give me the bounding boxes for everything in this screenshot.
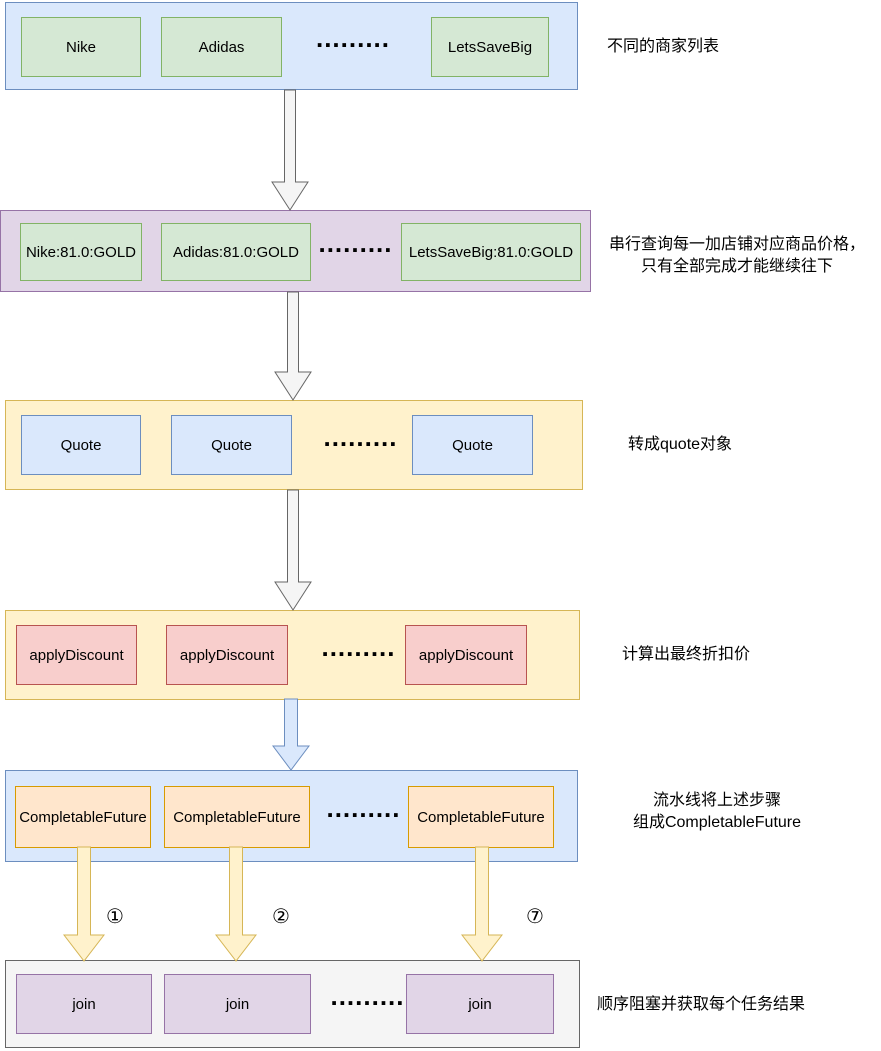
numbered-arrow-label-2: ② <box>272 906 290 928</box>
quote-box: Quote <box>171 415 292 475</box>
down-block-arrow <box>274 291 312 401</box>
row-apply-discount: applyDiscount applyDiscount ......... ap… <box>5 610 580 700</box>
price-result-box: Adidas:81.0:GOLD <box>161 223 311 281</box>
completable-future-box: CompletableFuture <box>408 786 554 848</box>
completable-future-box: CompletableFuture <box>164 786 310 848</box>
box-label: applyDiscount <box>179 646 275 664</box>
box-label: LetsSaveBig:81.0:GOLD <box>408 243 574 261</box>
ellipsis-dots: ......... <box>318 227 393 258</box>
ellipsis-dots: ......... <box>321 631 396 662</box>
task-arrow-2 <box>214 846 258 962</box>
row-quotes: Quote Quote ......... Quote <box>5 400 583 490</box>
box-label: join <box>225 995 250 1013</box>
task-arrow-1 <box>62 846 106 962</box>
join-box: join <box>164 974 311 1034</box>
ellipsis-dots: ......... <box>330 980 405 1011</box>
join-box: join <box>406 974 554 1034</box>
box-label: Quote <box>452 436 493 454</box>
price-result-box: Nike:81.0:GOLD <box>20 223 142 281</box>
completable-future-box: CompletableFuture <box>15 786 151 848</box>
down-block-arrow <box>274 489 312 611</box>
row-price-results: Nike:81.0:GOLD Adidas:81.0:GOLD ........… <box>0 210 591 292</box>
row-join: join join ......... join <box>5 960 580 1048</box>
join-box: join <box>16 974 152 1034</box>
box-label: applyDiscount <box>418 646 514 664</box>
price-result-box: LetsSaveBig:81.0:GOLD <box>401 223 581 281</box>
row-annotation-join: 顺序阻塞并获取每个任务结果 <box>597 996 806 1013</box>
row-annotation-completable-future: 流水线将上述步骤 组成CompletableFuture <box>632 792 802 831</box>
row-annotation-merchants: 不同的商家列表 <box>607 38 720 55</box>
box-label: join <box>468 995 492 1013</box>
ellipsis-dots: ......... <box>326 792 401 823</box>
row-merchants: Nike Adidas ......... LetsSaveBig <box>5 2 578 90</box>
merchant-box: LetsSaveBig <box>431 17 549 77</box>
merchant-box: Adidas <box>161 17 282 77</box>
numbered-arrow-label-7: ⑦ <box>526 906 544 928</box>
box-label: Adidas <box>198 38 245 56</box>
box-label: Quote <box>211 436 252 454</box>
numbered-arrow-label-1: ① <box>106 906 124 928</box>
quote-box: Quote <box>412 415 533 475</box>
row-annotation-apply-discount: 计算出最终折扣价 <box>622 646 751 663</box>
box-label: Quote <box>60 436 102 454</box>
box-label: LetsSaveBig <box>447 38 533 56</box>
down-block-arrow-blue <box>272 698 310 771</box>
ellipsis-dots: ......... <box>323 421 398 452</box>
apply-discount-box: applyDiscount <box>166 625 288 685</box>
ellipsis-dots: ......... <box>315 22 390 53</box>
apply-discount-box: applyDiscount <box>405 625 527 685</box>
box-label: Nike <box>65 38 96 56</box>
box-label: CompletableFuture <box>173 808 301 826</box>
merchant-box: Nike <box>21 17 141 77</box>
task-arrow-7 <box>460 846 504 962</box>
box-label: Nike:81.0:GOLD <box>25 243 137 261</box>
box-label: CompletableFuture <box>19 808 147 826</box>
box-label: Adidas:81.0:GOLD <box>173 243 299 261</box>
quote-box: Quote <box>21 415 141 475</box>
box-label: join <box>72 995 96 1013</box>
apply-discount-box: applyDiscount <box>16 625 137 685</box>
box-label: CompletableFuture <box>417 808 545 826</box>
row-completable-future: CompletableFuture CompletableFuture ....… <box>5 770 578 862</box>
row-annotation-quotes: 转成quote对象 <box>628 436 733 453</box>
down-block-arrow <box>271 89 309 211</box>
row-annotation-price-results: 串行查询每一加店铺对应商品价格， 只有全部完成才能继续往下 <box>608 236 865 275</box>
box-label: applyDiscount <box>29 646 124 664</box>
